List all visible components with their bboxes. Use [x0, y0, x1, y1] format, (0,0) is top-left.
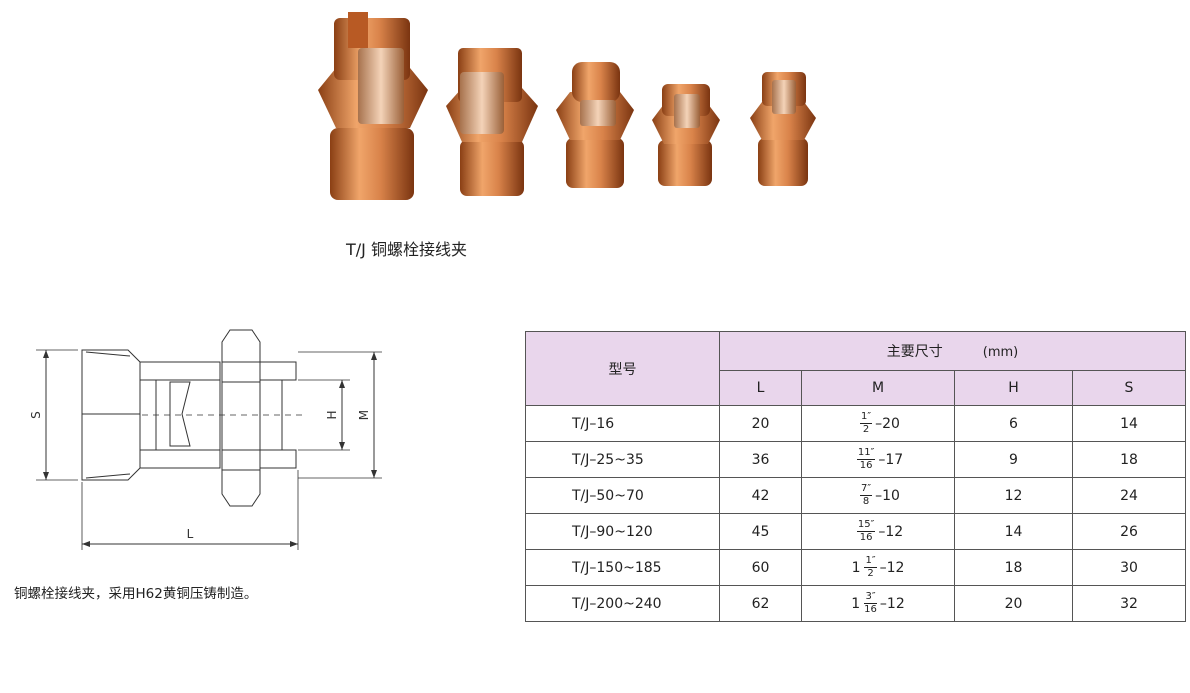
- m-denominator: 8: [862, 496, 870, 508]
- m-whole: 1: [851, 559, 861, 576]
- cell-s: 14: [1072, 405, 1186, 442]
- m-denominator: 16: [864, 604, 877, 615]
- dim-label-l: L: [187, 527, 194, 541]
- m-thread: –12: [879, 559, 905, 576]
- table-row: T/J–16 20 1″2–20 6 14: [525, 405, 1186, 442]
- dim-label-m: M: [357, 410, 371, 420]
- m-numerator: 1″: [860, 411, 873, 425]
- m-thread: –12: [878, 523, 904, 540]
- cell-s: 24: [1072, 477, 1186, 514]
- m-fraction: 1″2: [864, 555, 877, 579]
- clamp-small: [750, 72, 816, 186]
- cell-model: T/J–50~70: [525, 477, 720, 514]
- cell-h: 14: [954, 513, 1073, 550]
- product-caption: T/J 铜螺栓接线夹: [346, 240, 467, 259]
- header-dimensions: 主要尺寸 (mm): [719, 331, 1186, 371]
- cell-m: 1″2–20: [801, 405, 955, 442]
- col-header-h: H: [954, 370, 1073, 406]
- cell-model: T/J–25~35: [525, 441, 720, 478]
- m-fraction: 7″8: [860, 483, 873, 508]
- col-header-s: S: [1072, 370, 1186, 406]
- dim-label-h: H: [325, 410, 339, 419]
- cell-l: 62: [719, 585, 802, 622]
- cell-model: T/J–200~240: [525, 585, 720, 622]
- technical-drawing: S H M L: [29, 329, 382, 550]
- clamp-second: [446, 48, 538, 196]
- dim-label-s: S: [29, 411, 43, 419]
- cell-model: T/J–90~120: [525, 513, 720, 550]
- header-dims-label: 主要尺寸: [886, 344, 943, 360]
- m-denominator: 16: [859, 532, 873, 544]
- cell-model: T/J–150~185: [525, 549, 720, 586]
- cell-l: 36: [719, 441, 802, 478]
- m-fraction: 11″16: [856, 447, 876, 472]
- cell-model: T/J–16: [525, 405, 720, 442]
- m-whole: 1: [851, 595, 861, 612]
- m-numerator: 3″: [864, 591, 877, 604]
- col-header-l: L: [719, 370, 802, 406]
- col-header-m: M: [801, 370, 955, 406]
- table-row: T/J–25~35 36 11″16–17 9 18: [525, 441, 1186, 478]
- header-unit: (mm): [982, 345, 1019, 360]
- table-row: T/J–50~70 42 7″8–10 12 24: [525, 477, 1186, 514]
- clamp-large: [318, 12, 428, 200]
- cell-h: 12: [954, 477, 1073, 514]
- clamp-fourth: [652, 84, 720, 186]
- product-photo: [318, 12, 816, 200]
- m-denominator: 2: [867, 568, 874, 579]
- m-numerator: 11″: [856, 447, 876, 461]
- m-fraction: 15″16: [856, 519, 876, 544]
- cell-s: 30: [1072, 549, 1186, 586]
- cell-s: 18: [1072, 441, 1186, 478]
- m-fraction: 3″16: [864, 592, 877, 615]
- spec-table: 型号 主要尺寸(mm) L M H S T/J–16 20 1″2–20 6 1…: [525, 331, 1186, 622]
- cell-m: 7″8–10: [801, 477, 955, 514]
- m-numerator: 1″: [864, 555, 877, 568]
- m-denominator: 2: [862, 424, 870, 436]
- cell-m: 11″16–17: [801, 441, 955, 478]
- header-model: 型号: [525, 331, 720, 406]
- m-numerator: 7″: [860, 483, 873, 497]
- cell-l: 60: [719, 549, 802, 586]
- clamp-third: [556, 62, 634, 188]
- cell-s: 26: [1072, 513, 1186, 550]
- m-numerator: 15″: [856, 519, 876, 533]
- m-fraction: 1″2: [860, 411, 873, 436]
- cell-l: 45: [719, 513, 802, 550]
- cell-h: 9: [954, 441, 1073, 478]
- m-denominator: 16: [859, 460, 873, 472]
- material-note: 铜螺栓接线夹，采用H62黄铜压铸制造。: [14, 586, 258, 602]
- m-thread: –17: [878, 451, 904, 468]
- m-thread: –10: [875, 487, 900, 504]
- table-row: T/J–90~120 45 15″16–12 14 26: [525, 513, 1186, 550]
- cell-h: 20: [954, 585, 1073, 622]
- cell-h: 6: [954, 405, 1073, 442]
- cell-h: 18: [954, 549, 1073, 586]
- cell-l: 42: [719, 477, 802, 514]
- cell-s: 32: [1072, 585, 1186, 622]
- m-thread: –12: [879, 595, 905, 612]
- cell-l: 20: [719, 405, 802, 442]
- cell-m: 15″16–12: [801, 513, 955, 550]
- m-thread: –20: [875, 415, 900, 432]
